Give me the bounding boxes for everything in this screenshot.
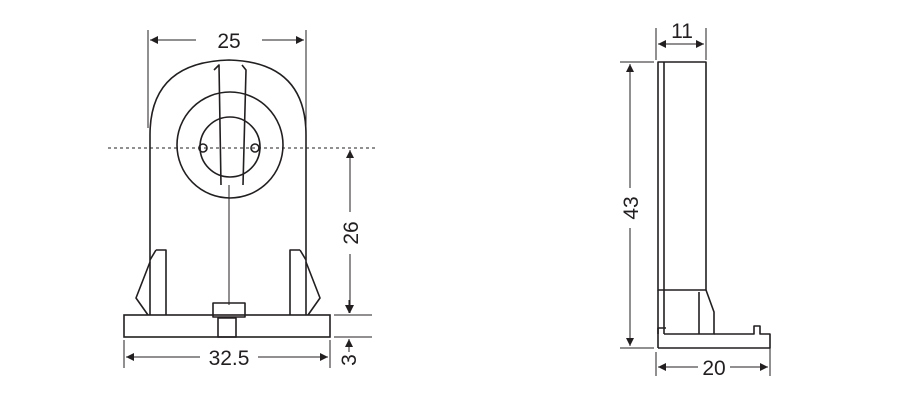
socket-outer-ring — [176, 91, 284, 199]
side-base-lip — [657, 327, 666, 334]
dim-front-center-height: 26 — [340, 221, 363, 244]
dim-side-height: 43 — [620, 196, 643, 219]
side-lower-block — [657, 289, 715, 348]
front-view: 25 26 32.5 3 — [108, 30, 378, 370]
socket-inner-ring — [199, 116, 261, 178]
front-base-notch-inner — [217, 317, 237, 338]
dim-side-base-width: 20 — [702, 357, 725, 380]
dim-front-base-thickness: 3 — [338, 354, 361, 366]
front-center-slot — [213, 64, 247, 186]
dim-front-top-width: 25 — [217, 30, 240, 53]
front-right-clip — [289, 249, 321, 316]
front-body-outline — [149, 59, 307, 315]
front-left-clip — [135, 249, 167, 316]
dim-front-base-width: 32.5 — [209, 347, 250, 370]
side-upright-body — [657, 61, 707, 291]
side-view: 11 43 20 — [620, 20, 771, 380]
dim-side-top-width: 11 — [671, 20, 693, 43]
